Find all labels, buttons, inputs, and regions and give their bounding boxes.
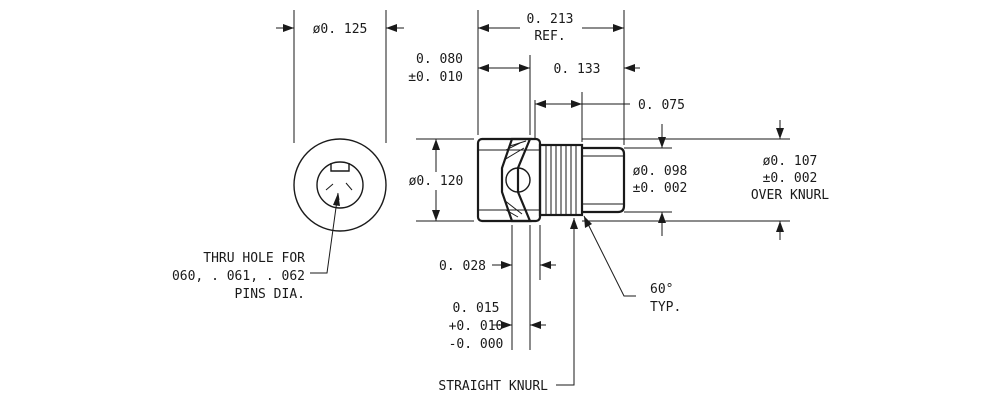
thru-hole-circle: [316, 161, 364, 209]
dim-groove-offset-plus: +0. 010: [449, 319, 504, 334]
dimension-lines: 0. 213 REF. 0. 080 ±0. 010 0. 133 0. 075…: [404, 10, 829, 394]
body-outline: [582, 146, 626, 214]
dim-knurl-length: 0. 075: [638, 98, 685, 113]
head-outline: [476, 137, 542, 223]
dim-head-tol: ±0. 010: [408, 70, 463, 85]
dim-groove-width: 0. 028: [439, 259, 486, 274]
outer-circle: [293, 138, 387, 232]
hole-marks: [325, 182, 353, 201]
dim-body-diameter: ø0. 098: [633, 164, 688, 179]
arrow: [386, 24, 397, 32]
dim-overall-length: 0. 213: [527, 12, 574, 27]
hatching: [503, 140, 527, 218]
thru-hole-leader: [310, 192, 339, 274]
angle-leader: [583, 215, 636, 297]
note-angle-typ: TYP.: [650, 300, 681, 315]
keyway-slot: [330, 163, 350, 172]
dim-groove-offset: 0. 015: [453, 301, 500, 316]
note-thru-hole-2: 060, . 061, . 062: [172, 269, 305, 284]
side-view: [476, 137, 626, 223]
end-view: ø0. 125 THRU HOLE FOR 060, . 061, . 062 …: [172, 10, 404, 302]
dim-overall-ref: REF.: [534, 29, 565, 44]
dim-knurl-tol: ±0. 002: [763, 171, 818, 186]
dim-head-diameter: ø0. 120: [409, 174, 464, 189]
dim-body-tol: ±0. 002: [633, 181, 688, 196]
arrow: [283, 24, 294, 32]
note-angle: 60°: [650, 282, 673, 297]
note-straight-knurl: STRAIGHT KNURL: [438, 379, 548, 394]
dim-outer-diameter: ø0. 125: [313, 22, 368, 37]
note-thru-hole-1: THRU HOLE FOR: [203, 251, 305, 266]
section-cut: [500, 137, 532, 223]
knurl-lines: [545, 145, 577, 215]
arrow: [333, 193, 340, 206]
dim-head-length: 0. 080: [416, 52, 463, 67]
dim-knurl-diameter: ø0. 107: [763, 154, 818, 169]
knurl-leader: [556, 218, 575, 386]
dim-knurl-to-end: 0. 133: [554, 62, 601, 77]
dim-knurl-over: OVER KNURL: [751, 188, 829, 203]
dim-groove-offset-minus: -0. 000: [449, 337, 504, 352]
section-hole: [505, 167, 531, 193]
note-thru-hole-3: PINS DIA.: [235, 287, 305, 302]
